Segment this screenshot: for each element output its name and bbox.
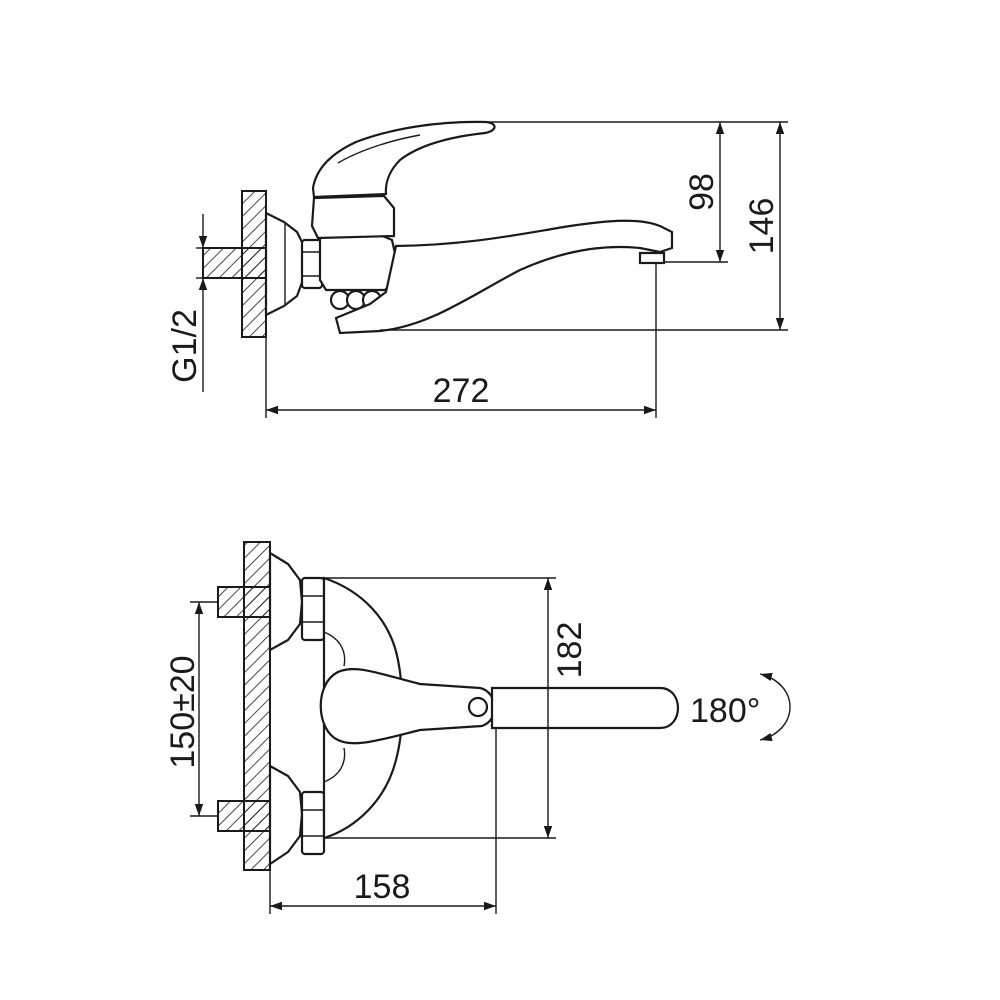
top-eccentric-flange-lower — [268, 764, 304, 867]
dim-98: 98 — [486, 121, 728, 263]
top-spout — [490, 686, 680, 730]
top-hex-nut-lower — [300, 790, 326, 856]
top-hex-nut-upper — [300, 576, 326, 642]
side-inlet-pipe — [202, 247, 268, 279]
side-mixer-body — [318, 232, 398, 292]
side-handle-lever — [311, 120, 496, 199]
dim-98-label: 98 — [683, 173, 721, 211]
dim-182-label: 182 — [551, 622, 589, 679]
top-inlet-pipe-upper — [217, 586, 271, 618]
rotation-indicator: 180° — [690, 672, 791, 742]
top-eccentric-flange-upper — [268, 551, 304, 652]
dim-146: 146 — [380, 121, 788, 331]
dim-182: 182 — [324, 577, 589, 839]
dim-272-label: 272 — [433, 372, 490, 410]
dim-158-label: 158 — [354, 868, 411, 906]
dim-158: 158 — [269, 728, 497, 914]
side-view: 272 G1/2 98 146 — [166, 120, 788, 418]
top-view: 180° 182 150±20 158 — [164, 541, 791, 914]
dim-146-label: 146 — [743, 198, 781, 255]
dim-g12-label: G1/2 — [166, 309, 204, 383]
side-cartridge-housing — [310, 194, 396, 240]
side-spout — [334, 219, 674, 335]
dim-272: 272 — [265, 262, 657, 418]
dim-150-label: 150±20 — [164, 655, 202, 768]
dim-g12: G1/2 — [166, 214, 208, 392]
side-spout-outlet — [638, 251, 666, 265]
top-handle-lever — [319, 668, 496, 745]
dim-150: 150±20 — [164, 601, 218, 817]
top-handle-pivot — [467, 696, 489, 718]
top-inlet-pipe-lower — [217, 800, 271, 832]
rotation-label: 180° — [690, 692, 760, 730]
